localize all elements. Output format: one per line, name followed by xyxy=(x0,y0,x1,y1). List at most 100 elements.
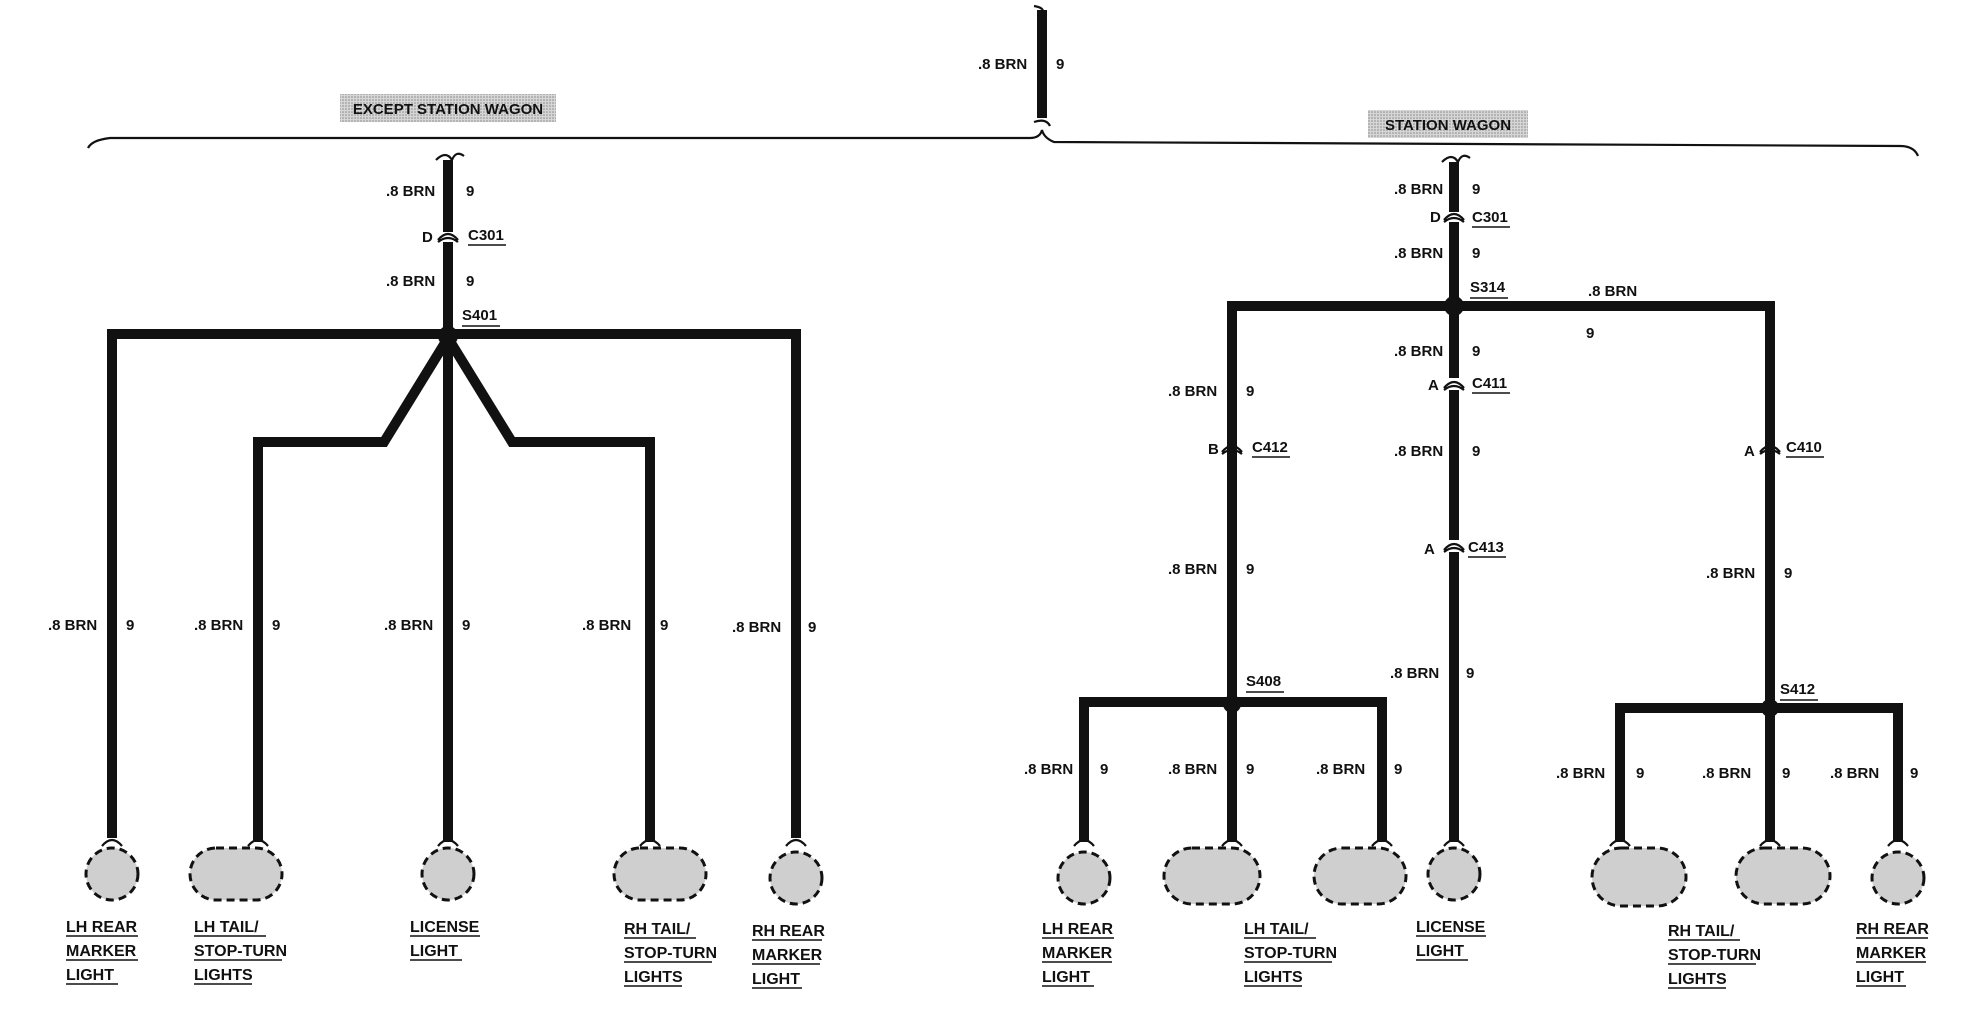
circuit-label: 9 xyxy=(1586,325,1594,342)
circuit-label: 9 xyxy=(1472,443,1480,460)
wire-label: .8 BRN xyxy=(1394,343,1443,360)
connector-pin-label: A xyxy=(1424,541,1435,558)
svg-text:LH TAIL/: LH TAIL/ xyxy=(194,919,259,936)
wire-label: .8 BRN xyxy=(1830,765,1879,782)
svg-text:STOP-TURN: STOP-TURN xyxy=(1668,947,1761,964)
svg-text:LIGHTS: LIGHTS xyxy=(194,967,253,984)
svg-text:MARKER: MARKER xyxy=(66,943,137,960)
circuit-label: 9 xyxy=(466,183,474,200)
svg-text:LIGHTS: LIGHTS xyxy=(1668,971,1727,988)
svg-text:LH REAR: LH REAR xyxy=(66,919,138,936)
connector-ref-c412: C412 xyxy=(1252,439,1288,456)
heading-except-station-wagon: EXCEPT STATION WAGON xyxy=(340,94,556,122)
circuit-label: 9 xyxy=(1246,383,1254,400)
load-rh-tail-stop-turn: RH TAIL/ STOP-TURN LIGHTS xyxy=(624,921,717,986)
rh-tail-bulb xyxy=(612,846,708,902)
splice-s408 xyxy=(1223,695,1241,713)
sw-rh-tail-bulb-2 xyxy=(1734,846,1832,906)
wire-label: .8 BRN xyxy=(386,273,435,290)
sw-load-rh-tail-stop-turn: RH TAIL/ STOP-TURN LIGHTS xyxy=(1668,923,1761,988)
svg-text:LH TAIL/: LH TAIL/ xyxy=(1244,921,1309,938)
svg-text:LH REAR: LH REAR xyxy=(1042,921,1114,938)
wire-label: .8 BRN xyxy=(1168,383,1217,400)
circuit-label: 9 xyxy=(1100,761,1108,778)
sw-lh-tail-bulb-1 xyxy=(1162,846,1262,906)
connector-ref-c413: C413 xyxy=(1468,539,1504,556)
svg-text:RH TAIL/: RH TAIL/ xyxy=(624,921,691,938)
connector-pin-label: A xyxy=(1428,377,1439,394)
station-wagon-circuit: .8 BRN 9 D C301 .8 BRN 9 S314 .8 BRN 9 .… xyxy=(1024,154,1929,988)
top-feed-circuit-label: 9 xyxy=(1056,56,1064,73)
wire-label: .8 BRN xyxy=(1394,443,1443,460)
sw-lh-tail-bulb-2 xyxy=(1312,846,1408,906)
connector-pin-label: B xyxy=(1208,441,1219,458)
sw-load-rh-rear-marker: RH REAR MARKER LIGHT xyxy=(1856,921,1929,986)
sw-license-bulb xyxy=(1426,846,1482,902)
wire-label: .8 BRN xyxy=(384,617,433,634)
top-feed: .8 BRN 9 xyxy=(978,4,1064,127)
wire-label: .8 BRN xyxy=(1168,561,1217,578)
except-station-wagon-circuit: .8 BRN 9 D C301 .8 BRN 9 S401 .8 BRN 9 .… xyxy=(48,152,825,988)
circuit-label: 9 xyxy=(1246,761,1254,778)
svg-text:STOP-TURN: STOP-TURN xyxy=(1244,945,1337,962)
circuit-label: 9 xyxy=(808,619,816,636)
svg-text:LICENSE: LICENSE xyxy=(1416,919,1486,936)
sw-load-lh-rear-marker: LH REAR MARKER LIGHT xyxy=(1042,921,1114,986)
load-lh-tail-stop-turn: LH TAIL/ STOP-TURN LIGHTS xyxy=(194,919,287,984)
circuit-label: 9 xyxy=(126,617,134,634)
svg-text:STATION WAGON: STATION WAGON xyxy=(1385,117,1511,134)
circuit-label: 9 xyxy=(1782,765,1790,782)
svg-text:MARKER: MARKER xyxy=(1856,945,1927,962)
circuit-label: 9 xyxy=(1466,665,1474,682)
lh-rear-marker-bulb xyxy=(84,846,140,902)
svg-text:STOP-TURN: STOP-TURN xyxy=(624,945,717,962)
svg-text:RH REAR: RH REAR xyxy=(1856,921,1929,938)
wire-label: .8 BRN xyxy=(1316,761,1365,778)
splice-s314 xyxy=(1444,296,1464,316)
splice-s412 xyxy=(1761,699,1779,717)
circuit-label: 9 xyxy=(1394,761,1402,778)
wire-label: .8 BRN xyxy=(1168,761,1217,778)
wire-label: .8 BRN xyxy=(1394,245,1443,262)
wire-label: .8 BRN xyxy=(1390,665,1439,682)
sw-load-license: LICENSE LIGHT xyxy=(1416,919,1486,960)
sw-rh-rear-marker-bulb xyxy=(1870,850,1926,906)
connector-pin-label: A xyxy=(1744,443,1755,460)
svg-text:LIGHTS: LIGHTS xyxy=(1244,969,1303,986)
heading-station-wagon: STATION WAGON xyxy=(1368,110,1528,138)
circuit-label: 9 xyxy=(1472,245,1480,262)
connector-pin-label: D xyxy=(422,229,433,246)
connector-ref-c301: C301 xyxy=(468,227,504,244)
circuit-label: 9 xyxy=(1910,765,1918,782)
wire-label: .8 BRN xyxy=(1588,283,1637,300)
wire-label: .8 BRN xyxy=(386,183,435,200)
circuit-label: 9 xyxy=(466,273,474,290)
wire-label: .8 BRN xyxy=(1024,761,1073,778)
splice-s401 xyxy=(438,326,458,346)
svg-text:LIGHT: LIGHT xyxy=(410,943,458,960)
circuit-label: 9 xyxy=(660,617,668,634)
wire-label: .8 BRN xyxy=(1702,765,1751,782)
wire-label: .8 BRN xyxy=(194,617,243,634)
circuit-label: 9 xyxy=(462,617,470,634)
circuit-label: 9 xyxy=(1784,565,1792,582)
sw-lh-rear-marker-bulb xyxy=(1056,850,1112,906)
lh-tail-bulb xyxy=(188,846,284,902)
splice-ref-s412: S412 xyxy=(1780,681,1815,698)
circuit-label: 9 xyxy=(1472,181,1480,198)
connector-ref-c411: C411 xyxy=(1472,375,1507,392)
top-feed-wire-label: .8 BRN xyxy=(978,56,1027,73)
circuit-label: 9 xyxy=(1636,765,1644,782)
svg-text:LIGHT: LIGHT xyxy=(66,967,114,984)
license-bulb xyxy=(420,846,476,902)
connector-pin-label: D xyxy=(1430,209,1441,226)
svg-text:LIGHTS: LIGHTS xyxy=(624,969,683,986)
svg-text:LIGHT: LIGHT xyxy=(1856,969,1904,986)
circuit-label: 9 xyxy=(1472,343,1480,360)
section-bracket xyxy=(87,129,1920,157)
svg-text:RH REAR: RH REAR xyxy=(752,923,825,940)
svg-text:MARKER: MARKER xyxy=(752,947,823,964)
wire-label: .8 BRN xyxy=(1556,765,1605,782)
load-license: LICENSE LIGHT xyxy=(410,919,480,960)
